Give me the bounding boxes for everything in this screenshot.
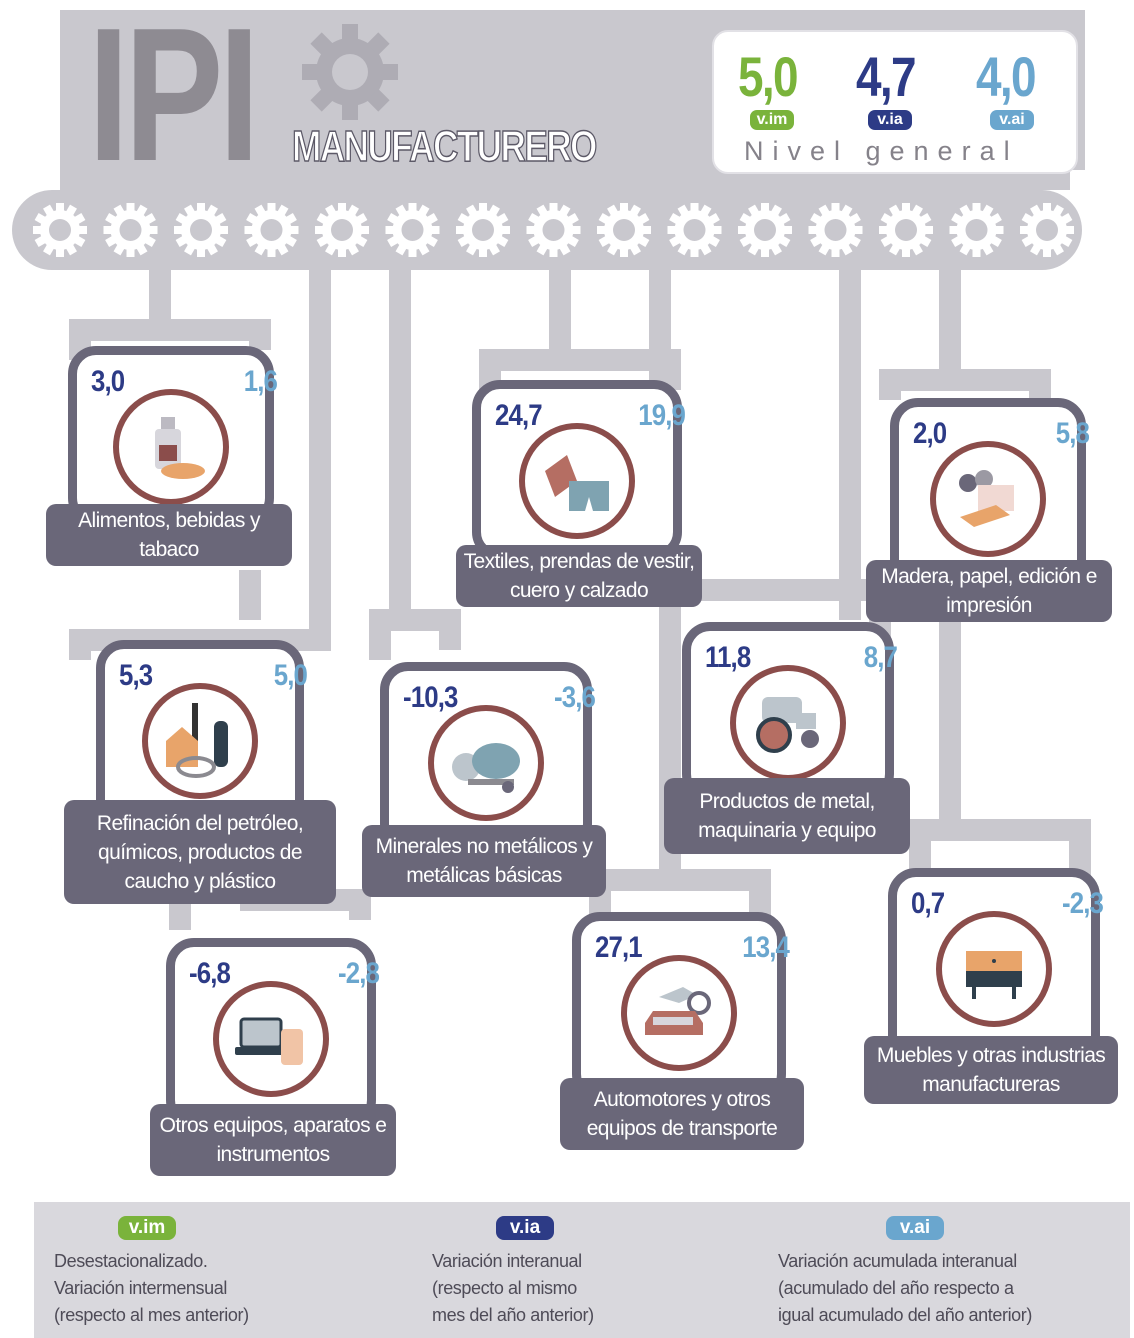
car-motorbike-icon [639,973,719,1058]
sector-icon-ring [519,423,635,539]
sector-icon-ring [621,955,737,1071]
sector-icon-ring [730,665,846,781]
fabric-shorts-icon [537,441,617,526]
sector-icon-ring [930,441,1046,557]
sector-vim-value: 5,3 [119,659,153,692]
sector-vim-value: 2,0 [913,417,947,450]
laptop-tablet-icon [231,999,311,1084]
conveyor-gear-icon [738,203,792,257]
conveyor-gear-icon [1020,203,1074,257]
sector-vim-value: -6,8 [189,957,231,990]
sector-label: Textiles, prendas de vestir, cuero y cal… [456,545,702,607]
sector-label: Minerales no metálicos y metálicas básic… [362,825,606,897]
conveyor-gear-icon [385,203,440,257]
sector-label: Productos de metal, maquinaria y equipo [664,778,910,854]
ipi-title: IPI [88,0,260,201]
sector-card: 3,0 1,6 [68,346,278,526]
general-vai-value: 4,0 [976,45,1037,108]
sector-via-value: 13,4 [742,931,790,964]
conveyor-gear-icon [456,203,510,257]
general-via-tag: v.ia [868,110,912,130]
sector-card: -10,3 -3,6 [380,662,596,852]
refinery-icon [160,701,240,786]
sector-card: 11,8 8,7 [682,622,898,802]
general-vim-value: 5,0 [738,45,799,108]
sector-label: Alimentos, bebidas y tabaco [46,504,292,566]
sector-icon-ring [113,389,229,505]
sector-via-value: 1,6 [243,365,278,398]
legend-vim-tag: v.im [118,1216,176,1240]
conveyor-gear-icon [33,203,87,257]
legend-vai-tag: v.ai [886,1216,944,1240]
legend-vai-text: Variación acumulada interanual(acumulado… [778,1251,1032,1325]
cabinet-icon [954,929,1034,1014]
sector-via-value: 8,7 [863,641,898,674]
general-level-panel: 5,0 4,7 4,0 v.im v.ia v.ai Nivel general [712,30,1078,174]
sector-label: Madera, papel, edición e impresión [866,560,1112,622]
legend-via-tag: v.ia [496,1216,554,1240]
bottle-bread-icon [131,407,211,492]
sector-via-value: -2,8 [337,957,380,990]
sector-card: 27,1 13,4 [572,912,790,1102]
general-vai-tag: v.ai [990,110,1034,130]
sector-card: -6,8 -2,8 [166,938,380,1128]
sector-via-value: 5,8 [1055,417,1090,450]
legend: v.im Desestacionalizado.Variación interm… [34,1202,1130,1338]
conveyor-gear-icon [949,203,1004,257]
conveyor-gear-icon [315,203,369,257]
sector-label: Otros equipos, aparatos e instrumentos [150,1104,396,1176]
conveyor-gear-icon [808,203,863,257]
sector-card: 0,7 -2,3 [888,868,1104,1068]
conveyor-gear-icon [526,203,581,257]
general-via-value: 4,7 [856,45,917,108]
sector-vim-value: 24,7 [495,399,543,432]
general-level-label: Nivel general [744,136,1019,166]
sector-via-value: 19,9 [638,399,686,432]
sector-card: 5,3 5,0 [96,640,308,830]
sector-vim-value: 3,0 [91,365,125,398]
sector-icon-ring [428,705,544,821]
sector-label: Refinación del petróleo, químicos, produ… [64,800,336,904]
sector-icon-ring [936,911,1052,1027]
sector-via-value: 5,0 [273,659,308,692]
sector-vim-value: -10,3 [403,681,458,714]
conveyor-gear-icon [244,203,299,257]
paper-rolls-icon [948,459,1028,544]
legend-vim-text: Desestacionalizado.Variación intermensua… [54,1251,249,1325]
sector-label: Muebles y otras industrias manufacturera… [864,1036,1118,1104]
sector-card: 24,7 19,9 [472,380,686,560]
conveyor-gear-icon [174,203,228,257]
sector-icon-ring [213,981,329,1097]
sector-via-value: -3,6 [553,681,596,714]
tractor-icon [748,683,828,768]
sector-vim-value: 11,8 [705,641,751,674]
sector-vim-value: 0,7 [911,887,945,920]
general-vim-tag: v.im [750,110,794,130]
sector-icon-ring [142,683,258,799]
cement-mixer-icon [446,723,526,808]
conveyor-gear-icon [667,203,722,257]
conveyor-gear-icon [597,203,651,257]
conveyor-gear-icon [879,203,933,257]
sector-label: Automotores y otros equipos de transport… [560,1078,804,1150]
sector-vim-value: 27,1 [595,931,643,964]
manufacturero-subtitle: MANUFACTURERO [291,121,598,172]
sector-via-value: -2,3 [1061,887,1104,920]
conveyor-gear-icon [103,203,158,257]
